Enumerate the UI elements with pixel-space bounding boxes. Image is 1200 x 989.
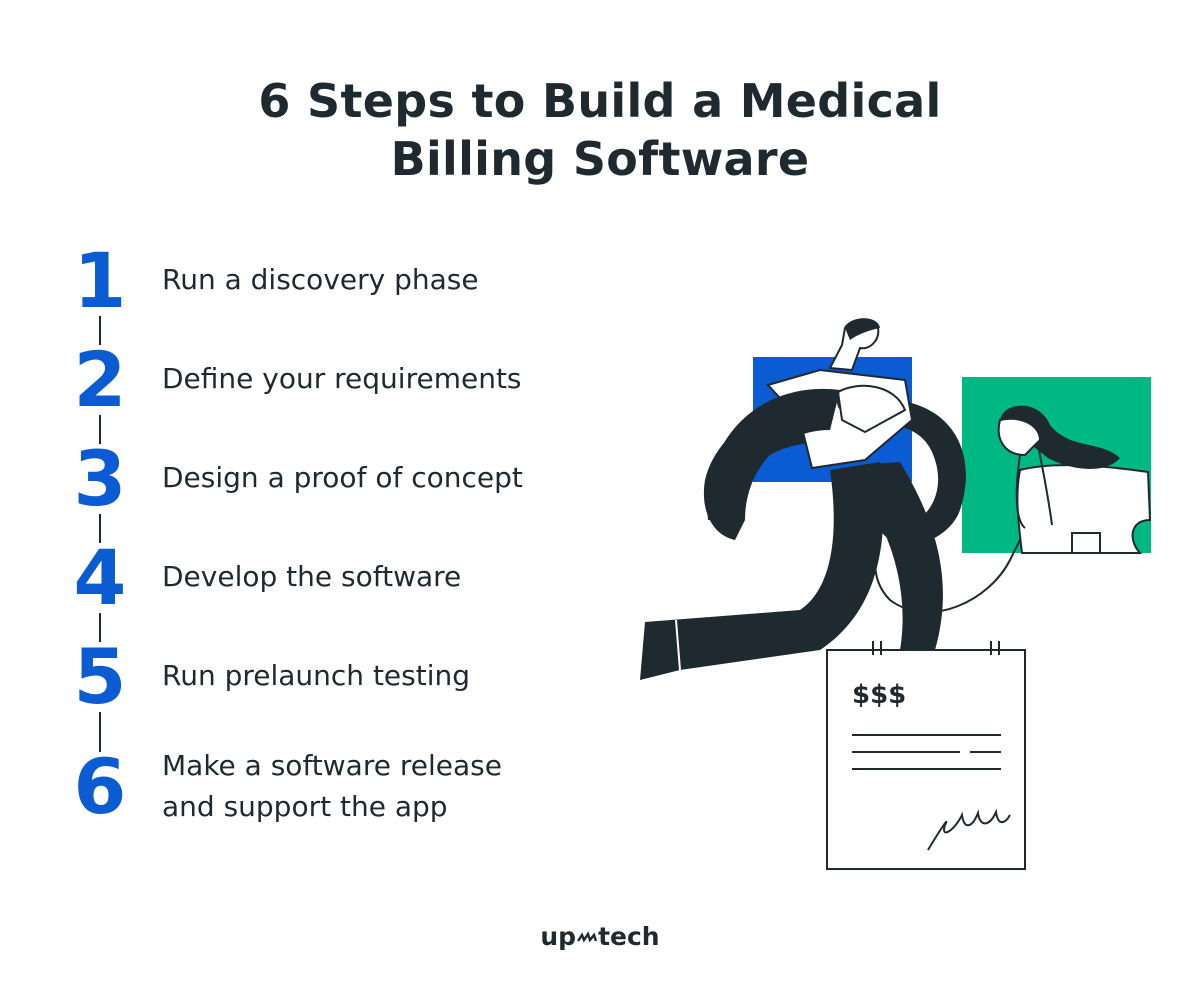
step-label-3: Design a proof of concept (162, 461, 523, 494)
bill-amount-text: $$$ (852, 680, 906, 710)
step-label-6-line-1: Make a software release (162, 749, 502, 782)
patient-pocket-shape (1071, 532, 1101, 554)
bill-signature (927, 808, 1011, 851)
patient-face-shape (997, 417, 1042, 457)
page-title: 6 Steps to Build a Medical Billing Softw… (0, 72, 1200, 188)
step-label-4: Develop the software (162, 560, 462, 593)
bill-document-shape (826, 649, 1026, 870)
logo-mark-icon (577, 931, 598, 943)
step-label-5: Run prelaunch testing (162, 659, 471, 692)
doctor-left-arm-shape (707, 388, 840, 520)
step-number-5: 5 (58, 639, 142, 715)
shoe-stripe (675, 619, 681, 671)
step-label-1: Run a discovery phase (162, 263, 479, 296)
step-number-3: 3 (58, 441, 142, 517)
doctor-sleeve-shape (836, 384, 907, 434)
doctor-leg-front-shape (860, 462, 943, 650)
stethoscope-cord (1015, 444, 1053, 529)
logo-text-right: tech (598, 922, 660, 951)
logo-text-left: up (540, 922, 577, 951)
step-number-1: 1 (58, 243, 142, 319)
step-label-6-line-2: and support the app (162, 790, 448, 823)
step-label-2: Define your requirements (162, 362, 522, 395)
step-number-4: 4 (58, 540, 142, 616)
step-number-2: 2 (58, 342, 142, 418)
stethoscope-loop-shape (860, 398, 966, 545)
steps-list: 1 Run a discovery phase 2 Define your re… (58, 242, 523, 825)
patient-outline-curve (874, 479, 1021, 614)
doctor-hair-shape (845, 318, 880, 340)
steps-connector-line (99, 300, 101, 760)
doctor-leg-back-shape (640, 462, 884, 680)
patient-hair-shape (1000, 405, 1120, 469)
doctor-patient-illustration: $$$ (640, 318, 1152, 870)
title-line-2: Billing Software (390, 132, 810, 186)
title-line-1: 6 Steps to Build a Medical (258, 74, 942, 128)
step-number-6: 6 (58, 749, 142, 825)
